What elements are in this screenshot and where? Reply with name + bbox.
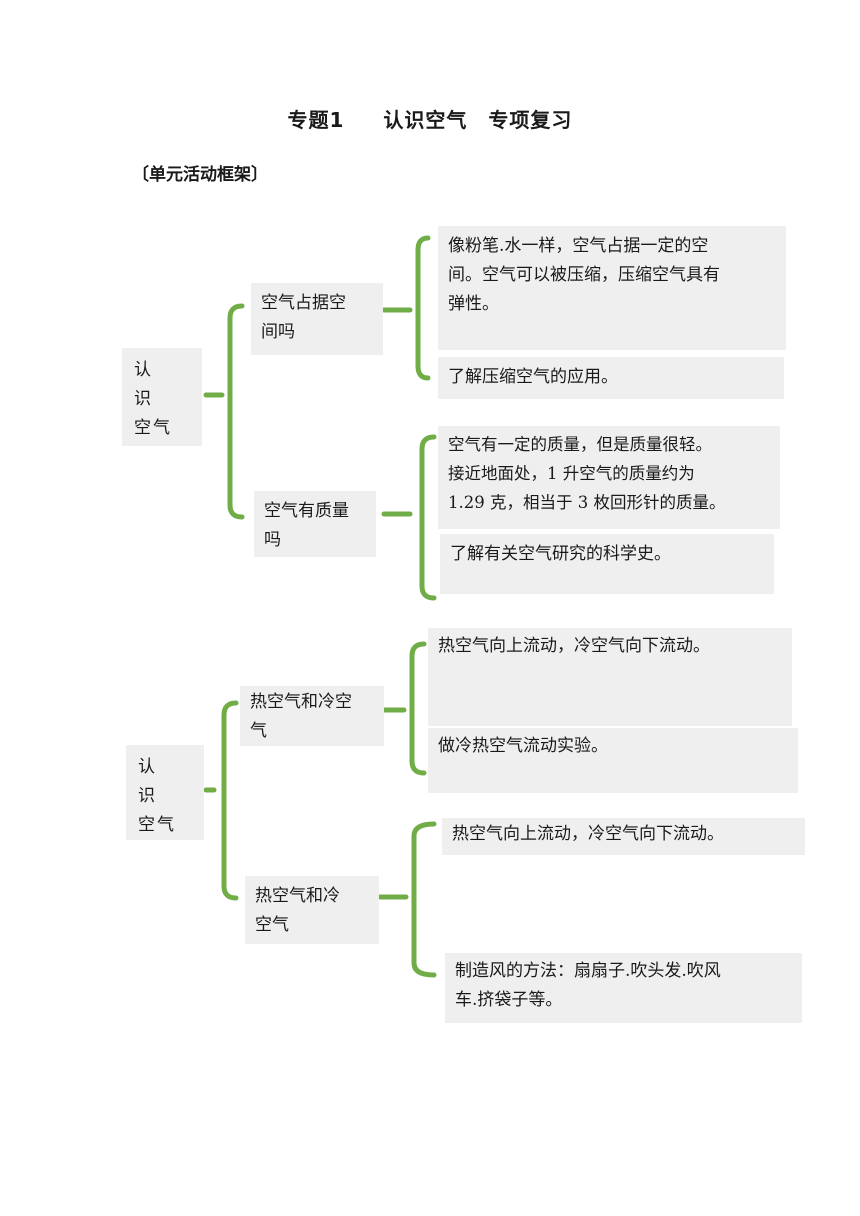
diagram1-branch2-leaf1: 空气有一定的质量，但是质量很轻。 接近地面处，1 升空气的质量约为 1.29 克… (438, 426, 780, 529)
diagram1-branch2-leaf2: 了解有关空气研究的科学史。 (440, 534, 774, 594)
connector-d1-branch2-bracket (419, 434, 437, 601)
diagram2-branch1-leaf2: 做冷热空气流动实验。 (428, 728, 798, 793)
connector-d2-branch2-bracket (411, 821, 437, 978)
diagram2-branch2-leaf1: 热空气向上流动，冷空气向下流动。 (442, 818, 805, 855)
connector-d1-main-bracket (227, 303, 245, 520)
diagram1-root: 认 识 空气 (122, 348, 202, 446)
connector-d2-main-bracket (221, 700, 239, 901)
diagram1-branch1-leaf2: 了解压缩空气的应用。 (438, 357, 784, 399)
page-title: 专题1 认识空气 专项复习 (287, 108, 573, 132)
section-subtitle: 〔单元活动框架〕 (132, 165, 268, 185)
diagram2-branch1: 热空气和冷空 气 (240, 686, 384, 746)
connector-d1-branch1-bracket (415, 235, 431, 381)
diagram2-branch2-leaf2: 制造风的方法：扇扇子.吹头发.吹风 车.挤袋子等。 (445, 953, 802, 1023)
diagram2-branch2: 热空气和冷 空气 (245, 876, 379, 944)
diagram2-root: 认 识 空气 (126, 745, 204, 840)
diagram1-branch1-leaf1: 像粉笔.水一样，空气占据一定的空 间。空气可以被压缩，压缩空气具有 弹性。 (438, 226, 786, 350)
diagram1-branch1: 空气占据空 间吗 (251, 283, 383, 355)
diagram2-branch1-leaf1: 热空气向上流动，冷空气向下流动。 (428, 628, 792, 726)
connector-d2-branch1-bracket (409, 641, 427, 776)
diagram1-branch2: 空气有质量 吗 (254, 491, 376, 557)
